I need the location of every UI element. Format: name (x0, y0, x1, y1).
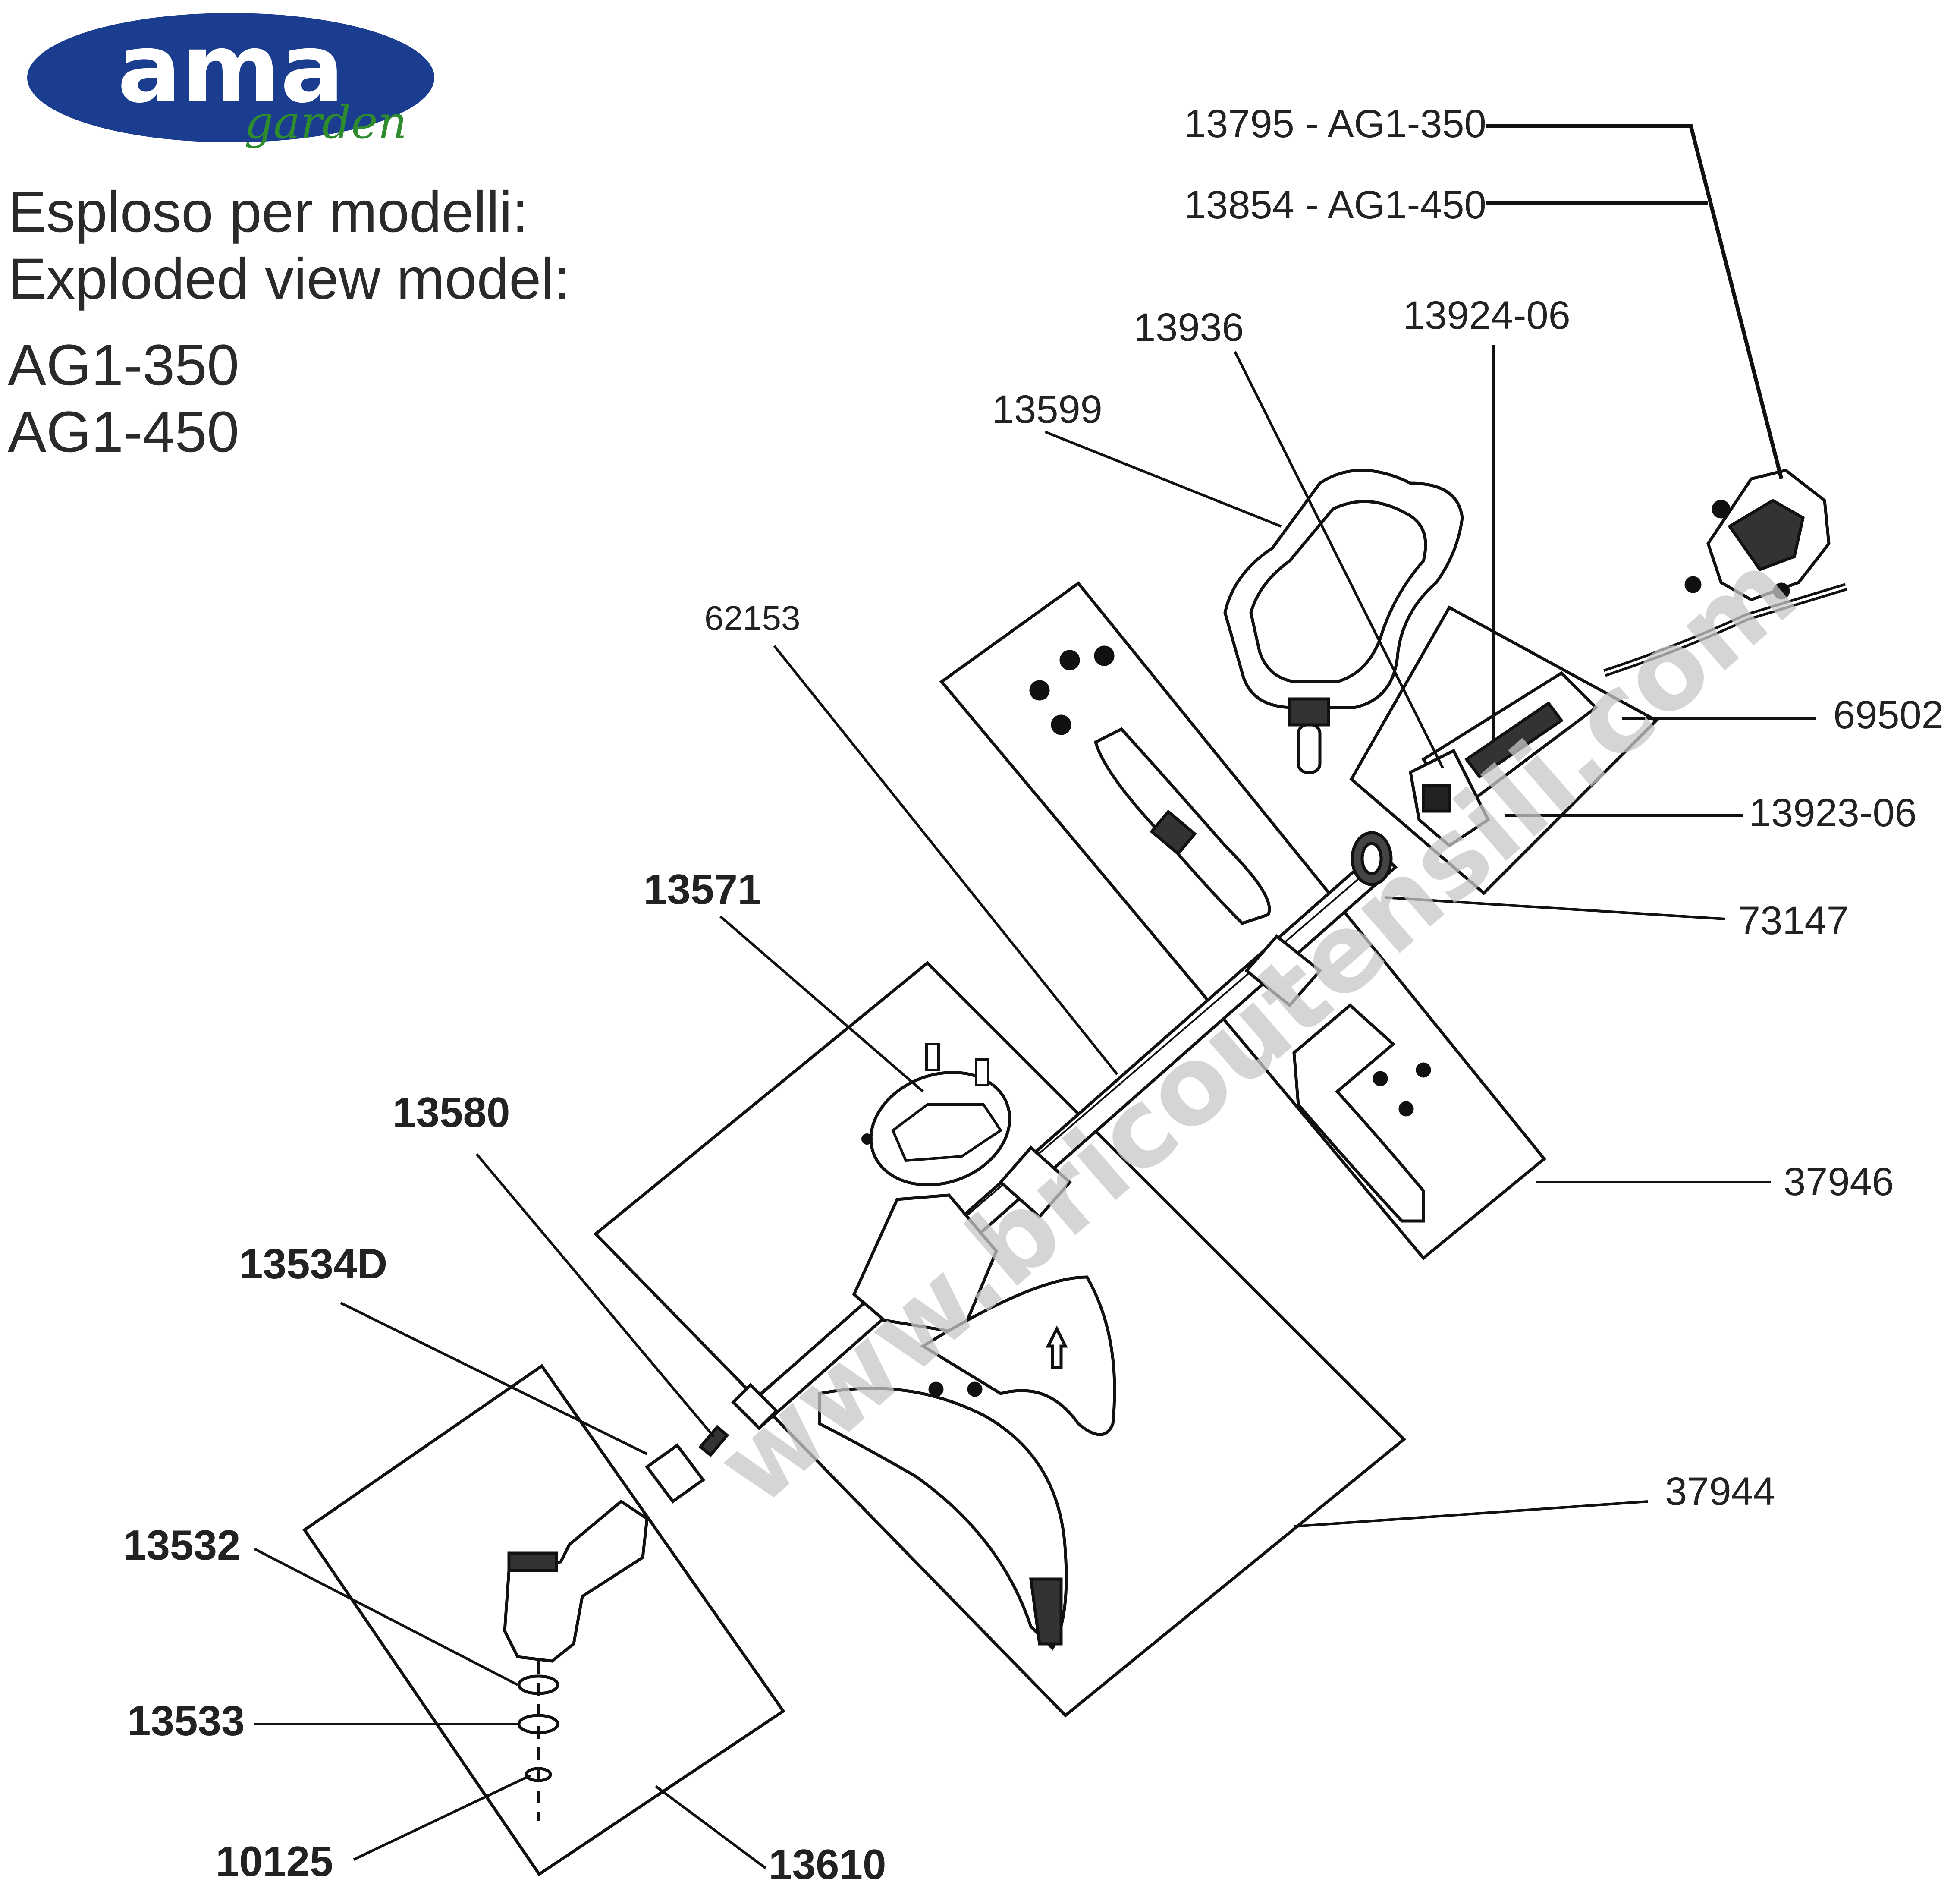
ama-garden-logo: ama garden (27, 13, 434, 149)
model-ag1-350: AG1-350 (8, 333, 239, 397)
label-73147: 73147 (1738, 899, 1849, 943)
engine-assembly (1351, 469, 1847, 886)
box-37944 (593, 961, 1407, 1718)
part-labels: 13795 - AG1-350 13854 - AG1-450 13936 13… (123, 102, 1944, 1885)
part-boxes (302, 581, 1659, 1876)
shaft-joint-lower (999, 1145, 1072, 1219)
shaft-joint-upper (1244, 934, 1322, 1007)
label-62153: 62153 (704, 599, 800, 637)
label-10125: 10125 (216, 1838, 333, 1885)
shaft-end-collar (731, 1383, 779, 1430)
label-13533: 13533 (127, 1697, 245, 1744)
guard-37944 (818, 1193, 1116, 1651)
coupler-13534D (645, 1443, 705, 1504)
box-13610 (302, 1364, 785, 1876)
harness-strap (1223, 469, 1464, 709)
label-13580: 13580 (393, 1089, 510, 1136)
label-69502: 69502 (1833, 693, 1944, 737)
label-13924: 13924-06 (1403, 293, 1571, 337)
model-ag1-450: AG1-450 (8, 400, 239, 464)
bolts-13571 (861, 1043, 1003, 1162)
label-13923: 13923-06 (1749, 791, 1917, 835)
label-13854: 13854 - AG1-450 (1184, 183, 1486, 227)
label-37944: 37944 (1665, 1470, 1775, 1514)
label-13599: 13599 (992, 387, 1102, 431)
header-line-italian: Esploso per modelli: (8, 180, 528, 244)
label-13795: 13795 - AG1-350 (1184, 102, 1486, 146)
harness-buckle (1288, 697, 1330, 727)
label-13571: 13571 (644, 865, 761, 913)
label-13534D: 13534D (239, 1240, 387, 1287)
circle-13571 (869, 1071, 1011, 1186)
handle-parts-37946 (1029, 645, 1431, 1223)
box-69502 (1349, 605, 1659, 895)
gear-head-13610 (503, 1425, 729, 1821)
guard-lower-shell (818, 1387, 1068, 1651)
shoulder-harness (1223, 469, 1464, 774)
logo-text: ama (117, 13, 344, 124)
gear-housing (503, 1499, 649, 1663)
box-37946 (939, 581, 1546, 1260)
guard-upper-shell (920, 1275, 1116, 1436)
label-37946: 37946 (1784, 1160, 1894, 1204)
logo-oval (27, 13, 434, 142)
label-13532: 13532 (123, 1521, 241, 1569)
lower-grip (1292, 1003, 1425, 1223)
label-13936: 13936 (1134, 305, 1244, 349)
logo-sub: garden (245, 96, 407, 149)
leader-lines (254, 124, 1816, 1869)
label-13610: 13610 (769, 1841, 886, 1885)
header-line-english: Exploded view model: (8, 247, 570, 311)
guard-bracket (852, 1193, 999, 1335)
